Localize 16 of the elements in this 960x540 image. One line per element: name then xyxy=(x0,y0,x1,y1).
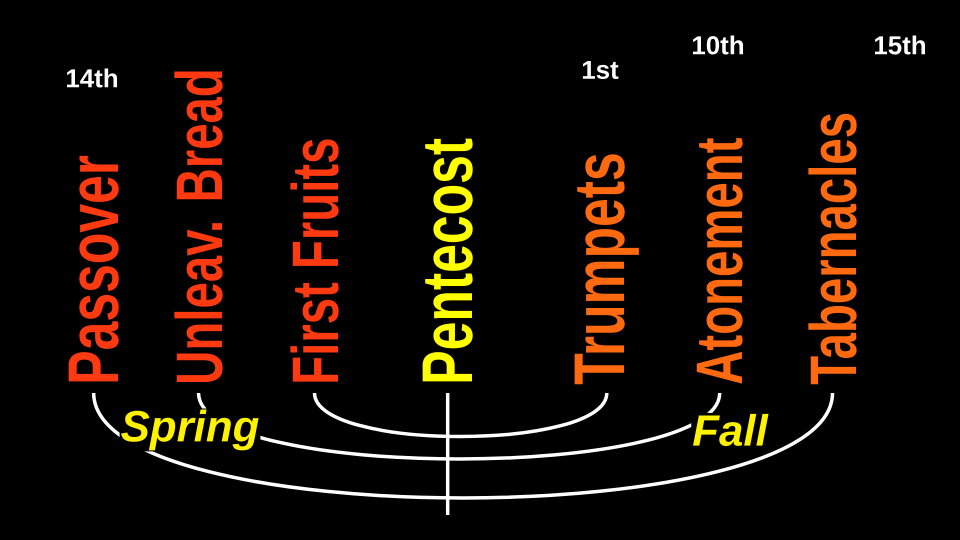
date-label: 10th xyxy=(693,35,744,54)
feast-name: Trumpets xyxy=(574,154,639,384)
season-label: Spring xyxy=(120,408,260,452)
feast-name: Passover xyxy=(68,156,119,382)
menorah-arm xyxy=(312,392,608,438)
feast-name: Pentecost xyxy=(422,138,473,382)
menorah-arm xyxy=(446,392,450,515)
date-label: 14th xyxy=(67,68,118,88)
feast-name: Tabernacles xyxy=(808,114,857,384)
feast-name: Unleav. Bread xyxy=(174,71,223,382)
date-label: 15th xyxy=(875,35,926,54)
season-label: Fall xyxy=(691,412,769,448)
feast-name: First Fruits xyxy=(290,140,339,382)
feast-name: Atonement xyxy=(696,138,743,384)
menorah-arm xyxy=(92,392,834,500)
date-label: 1st xyxy=(582,60,618,80)
